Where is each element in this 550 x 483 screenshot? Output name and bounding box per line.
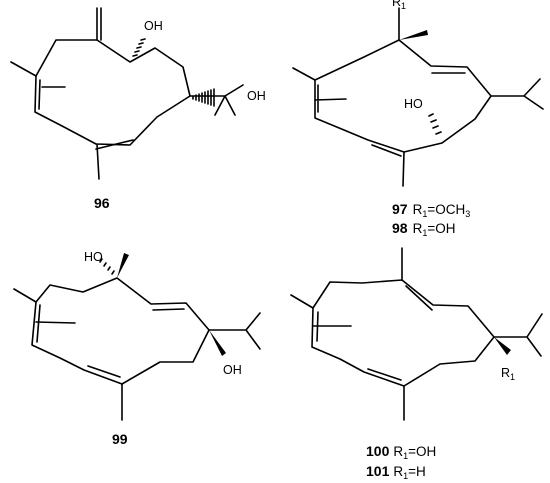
compound-id-99: 99 <box>112 431 128 447</box>
compound-id-96: 96 <box>94 195 110 211</box>
molecule-99-oh-bottom: OH <box>223 363 242 377</box>
molecule-100-bonds <box>290 247 543 421</box>
molecule-100-r-label: R1 <box>501 366 515 382</box>
molecule-97-ring <box>314 39 492 153</box>
molecule-100-wedge <box>494 337 511 355</box>
molecule-99-wedge-top <box>117 253 129 278</box>
molecule-99-bonds <box>13 288 261 421</box>
molecule-97-wedge <box>399 30 428 40</box>
molecule-96-ring <box>34 39 191 146</box>
molecule-96-hash-bond <box>132 38 215 107</box>
molecule-99: HO OH 99 <box>13 250 261 447</box>
molecule-97-bonds <box>292 7 544 187</box>
molecule-99-wedge-bottom <box>209 330 226 356</box>
molecule-96-oh-ring: OH <box>144 19 163 33</box>
molecule-97-r-label: R1 <box>392 0 406 11</box>
molecule-100-ring <box>311 279 495 387</box>
molecule-97-ho-label: HO <box>404 97 423 111</box>
molecule-99-hash-bond <box>99 258 115 275</box>
molecule-96: OH OH 96 <box>10 7 266 211</box>
molecule-97-hash-bond <box>428 113 442 135</box>
molecule-99-ring <box>31 277 210 385</box>
molecule-99-ho-top: HO <box>84 250 103 264</box>
molecule-96-oh-side: OH <box>247 89 266 103</box>
